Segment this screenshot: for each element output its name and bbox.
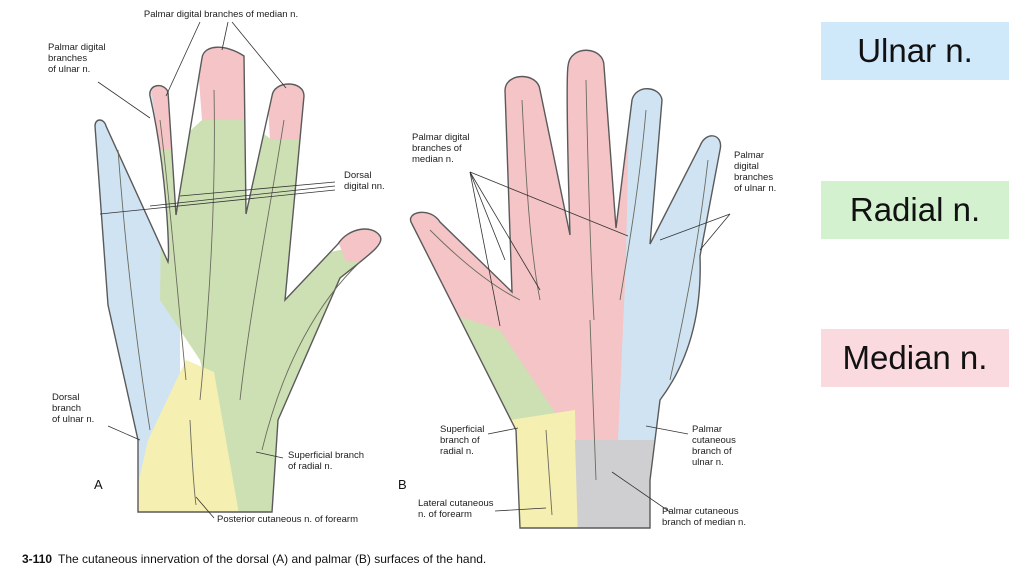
- panel-a-hand: [95, 47, 381, 512]
- panel-a-median-tips: [150, 47, 381, 262]
- panel-b-hand: [410, 50, 721, 528]
- panel-b-hand-outline: [409, 49, 722, 529]
- label-b-lateral-cutaneous: Lateral cutaneous n. of forearm: [418, 498, 494, 520]
- legend-ulnar: Ulnar n.: [821, 22, 1009, 80]
- figure-caption: 3-110 The cutaneous innervation of the do…: [22, 552, 486, 566]
- label-a-superficial-radial: Superficial branch of radial n.: [288, 450, 365, 472]
- panel-a-leaders: [97, 21, 336, 519]
- label-b-palmar-cutaneous-ulnar: Palmar cutaneous branch of ulnar n.: [692, 424, 736, 468]
- label-a-palmar-ulnar: Palmar digital branches of ulnar n.: [48, 42, 106, 75]
- legend-median: Median n.: [821, 329, 1009, 387]
- label-a-dorsal-ulnar: Dorsal branch of ulnar n.: [52, 392, 95, 425]
- figure-caption-text: The cutaneous innervation of the dorsal …: [58, 552, 487, 566]
- label-b-superficial-radial: Superficial branch of radial n.: [440, 424, 485, 457]
- panel-b-letter: B: [398, 477, 407, 492]
- panel-b-palmar-cutaneous-median-region: [575, 440, 660, 528]
- label-b-palmar-median: Palmar digital branches of median n.: [412, 132, 470, 165]
- figure-number: 3-110: [22, 552, 53, 566]
- panel-a-hand-outline: [94, 46, 382, 513]
- legend-radial: Radial n.: [821, 181, 1009, 239]
- panel-a-letter: A: [94, 477, 103, 492]
- label-a-posterior-cutaneous: Posterior cutaneous n. of forearm: [217, 514, 358, 525]
- label-b-palmar-ulnar: Palmar digital branches of ulnar n.: [734, 150, 777, 194]
- label-a-palmar-median: Palmar digital branches of median n.: [143, 9, 299, 20]
- panel-a-nerves: [117, 89, 361, 506]
- label-b-palmar-cutaneous-median: Palmar cutaneous branch of median n.: [662, 506, 746, 528]
- panel-b-nerves: [429, 79, 709, 516]
- panel-b-leaders: [469, 171, 731, 513]
- panel-b-ulnar-region: [618, 60, 721, 440]
- label-a-dorsal-digital: Dorsal digital nn.: [344, 170, 385, 192]
- panel-a-posterior-cutaneous-region: [130, 360, 240, 512]
